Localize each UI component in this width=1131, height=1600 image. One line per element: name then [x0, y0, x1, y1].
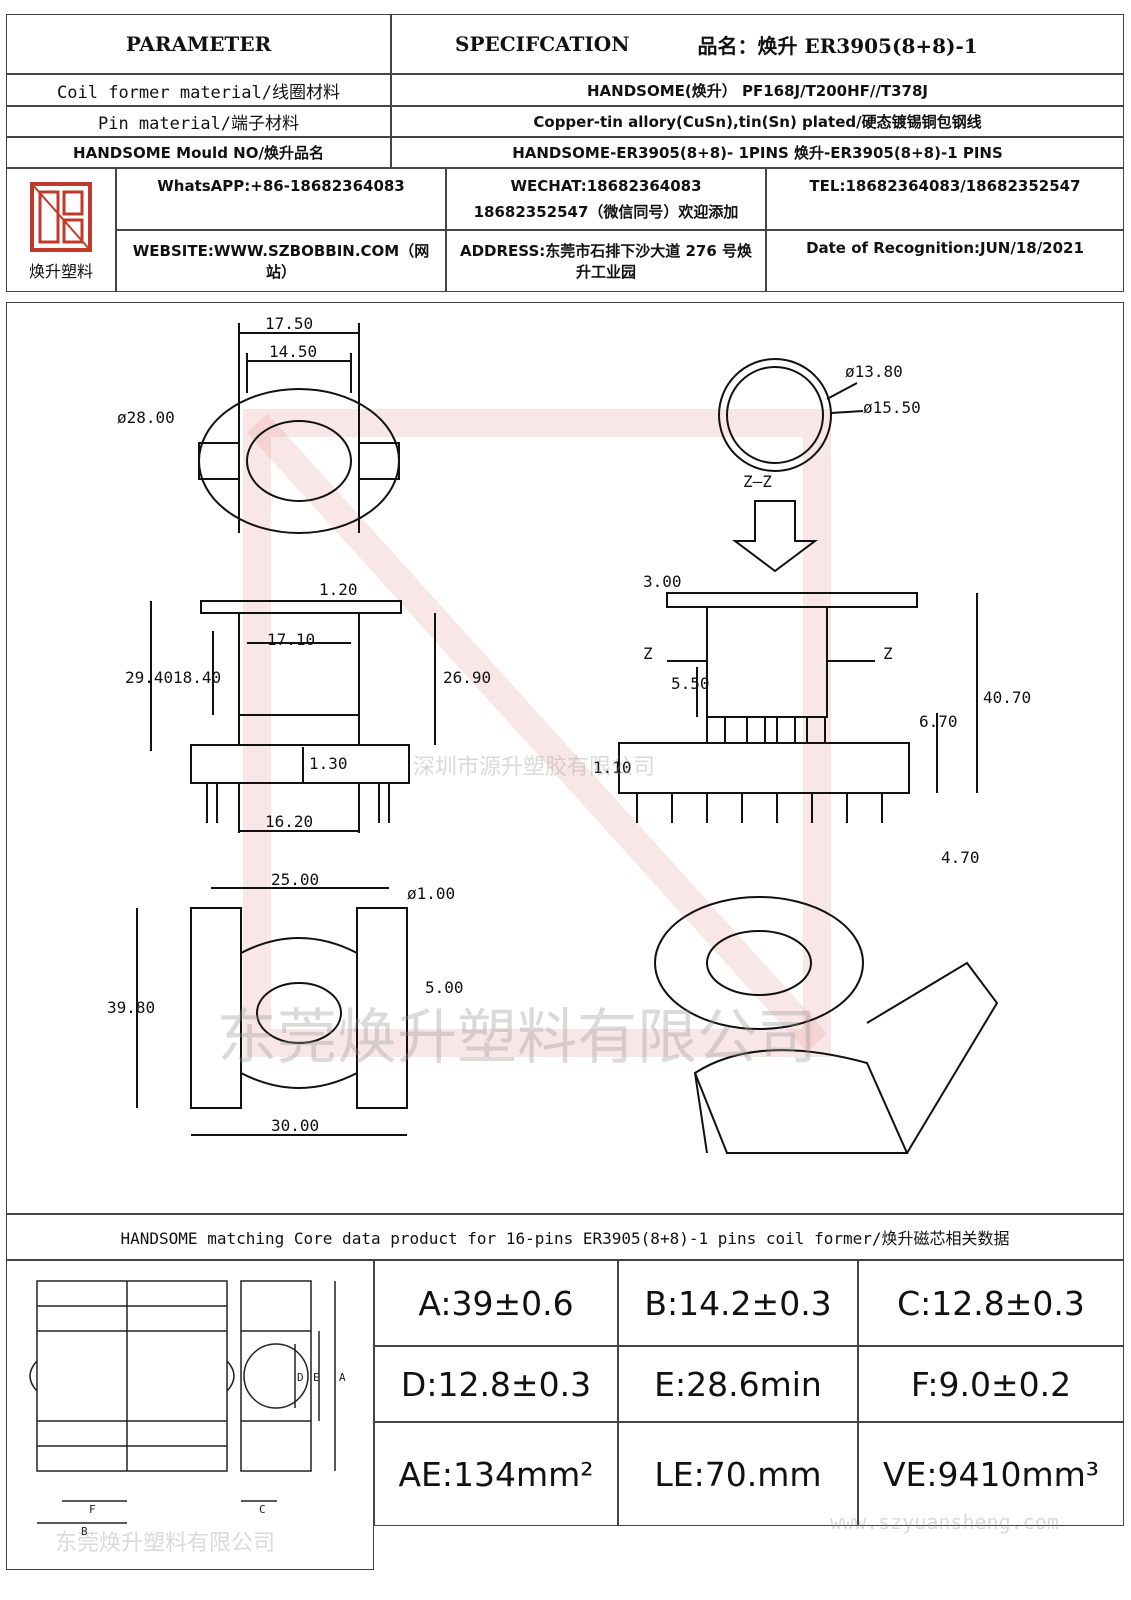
top-view-core-hole [246, 420, 352, 502]
telephone: TEL:18682364083/18682352547 [766, 168, 1124, 230]
dim-u: 5.00 [425, 978, 464, 997]
dim-b: 14.50 [269, 342, 317, 361]
core-value-le: LE:70.mm [618, 1422, 858, 1526]
dim-i: 18.40 [173, 668, 221, 687]
spec-sheet: PARAMETER SPECIFCATION 品名：焕升 ER3905(8+8)… [6, 14, 1124, 1584]
dim-h: 29.40 [125, 668, 173, 687]
ring-outer [718, 358, 832, 472]
pin-row [636, 793, 883, 823]
row-label-pin: Pin material/端子材料 [6, 106, 391, 137]
core-sketch: D E A F B C 东莞焕升塑料有限公司 [6, 1260, 374, 1570]
specification-title: SPECIFCATION [455, 32, 630, 56]
spec-header: SPECIFCATION 品名：焕升 ER3905(8+8)-1 [391, 14, 1124, 74]
dim-g: 17.10 [267, 630, 315, 649]
section-arrow [732, 500, 818, 573]
wechat-line-2: 18682352547（微信同号）欢迎添加 [473, 202, 739, 221]
dim-t: ø1.00 [407, 884, 455, 903]
drawing-svg: 17.50 14.50 ø28.00 ø13.80 ø15.50 1.20 17… [107, 314, 1031, 1154]
core-value-c: C:12.8±0.3 [858, 1260, 1124, 1346]
wechat: WECHAT:18682364083 18682352547（微信同号）欢迎添加 [446, 168, 766, 230]
recognition-date: Date of Recognition:JUN/18/2021 [766, 230, 1124, 292]
logo-text: 焕升塑料 [28, 262, 93, 281]
core-label-e: E [313, 1371, 320, 1384]
dim-c: ø28.00 [117, 408, 175, 427]
iso-flange [654, 896, 864, 1030]
core-value-a: A:39±0.6 [374, 1260, 618, 1346]
row-label-mould: HANDSOME Mould NO/焕升品名 [6, 137, 391, 168]
dim-v: 39.80 [107, 998, 155, 1017]
row-value-pin: Copper-tin allory(CuSn),tin(Sn) plated/硬… [391, 106, 1124, 137]
dim-p: 40.70 [983, 688, 1031, 707]
core-sketch-svg: D E A F B C [29, 1280, 346, 1538]
core-label-d: D [297, 1371, 304, 1384]
logo-icon [30, 182, 92, 252]
section-label: Z—Z [743, 472, 772, 491]
core-value-b: B:14.2±0.3 [618, 1260, 858, 1346]
technical-drawing: 17.50 14.50 ø28.00 ø13.80 ø15.50 1.20 17… [6, 302, 1124, 1214]
dim-k: 1.30 [309, 754, 348, 773]
dim-o: 6.70 [919, 712, 958, 731]
dim-j: 26.90 [443, 668, 491, 687]
core-data-title: HANDSOME matching Core data product for … [6, 1214, 1124, 1260]
website-watermark: www.szyuansheng.com [830, 1510, 1059, 1534]
dim-q: 1.10 [593, 758, 632, 777]
product-name: 品名：焕升 ER3905(8+8)-1 [697, 33, 978, 58]
address: ADDRESS:东莞市石排下沙大道 276 号焕升工业园 [446, 230, 766, 292]
row-value-coil: HANDSOME(焕升） PF168J/T200HF//T378J [391, 74, 1124, 106]
background-logo-watermark [243, 409, 831, 1057]
whatsapp: WhatsAPP:+86-18682364083 [116, 168, 446, 230]
dim-n: 5.50 [671, 674, 710, 693]
watermark-small: 深圳市源升塑胶有限公司 [413, 755, 656, 780]
core-label-c: C [259, 1503, 266, 1516]
website: WEBSITE:WWW.SZBOBBIN.COM（网站） [116, 230, 446, 292]
core-label-b: B [81, 1525, 88, 1538]
z-mark-left: Z [643, 644, 653, 663]
row-value-mould: HANDSOME-ER3905(8+8)- 1PINS 焕升-ER3905(8+… [391, 137, 1124, 168]
watermark-big: 东莞焕升塑料有限公司 [217, 1003, 817, 1073]
row-label-coil: Coil former material/线圈材料 [6, 74, 391, 106]
core-watermark: 东莞焕升塑料有限公司 [55, 1531, 276, 1556]
company-logo: 焕升塑料 [6, 168, 116, 292]
ring-inner [726, 366, 824, 464]
core-value-f: F:9.0±0.2 [858, 1346, 1124, 1422]
dim-w: 30.00 [271, 1116, 319, 1135]
core-value-ae: AE:134mm² [374, 1422, 618, 1526]
dim-e: ø15.50 [863, 398, 921, 417]
core-value-d: D:12.8±0.3 [374, 1346, 618, 1422]
dim-l: 16.20 [265, 812, 313, 831]
parameter-header: PARAMETER [6, 14, 391, 74]
dim-f: 1.20 [319, 580, 358, 599]
wechat-line-1: WECHAT:18682364083 [510, 176, 702, 195]
dim-m: 3.00 [643, 572, 682, 591]
dim-s: 25.00 [271, 870, 319, 889]
core-value-ve: VE:9410mm³ [858, 1422, 1124, 1526]
core-label-a: A [339, 1371, 346, 1384]
dim-a: 17.50 [265, 314, 313, 333]
core-label-f: F [89, 1503, 96, 1516]
core-value-e: E:28.6min [618, 1346, 858, 1422]
dim-d: ø13.80 [845, 362, 903, 381]
iso-base [693, 1049, 909, 1154]
dim-r: 4.70 [941, 848, 980, 867]
z-mark-right: Z [883, 644, 893, 663]
